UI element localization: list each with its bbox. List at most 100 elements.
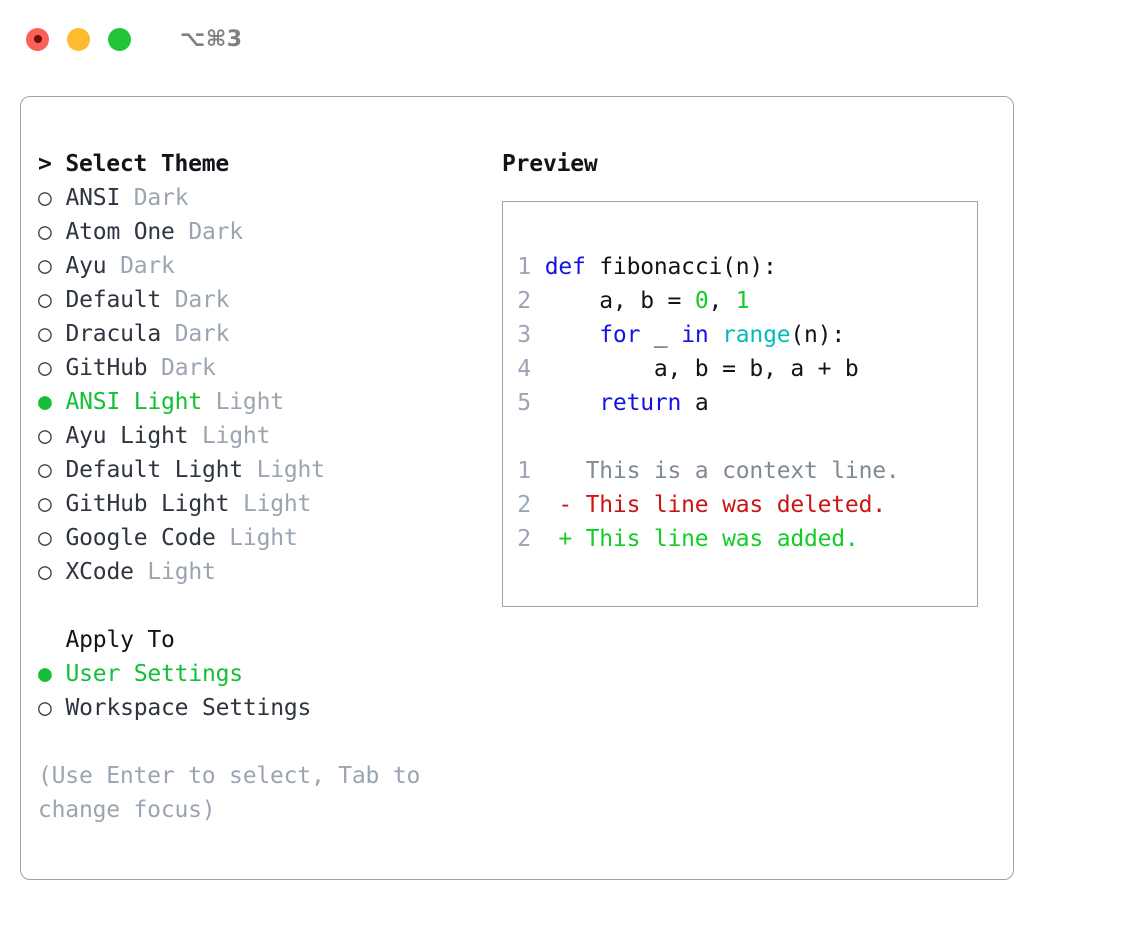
preview-diff-spacer (517, 420, 977, 454)
select-theme-heading: > Select Theme (38, 147, 485, 181)
spacer (120, 185, 134, 211)
theme-option-variant: Dark (133, 185, 189, 211)
spacer (52, 389, 66, 415)
theme-option-ansi[interactable]: ○ ANSI Dark (38, 181, 485, 215)
theme-option-google-code[interactable]: ○ Google Code Light (38, 521, 485, 555)
code-token: _ (640, 322, 682, 348)
select-theme-title: Select Theme (65, 151, 230, 177)
line-number: 2 (517, 492, 531, 518)
theme-option-variant: Light (201, 423, 271, 449)
line-number: 1 (517, 254, 531, 280)
theme-option-label: Dracula (65, 321, 162, 347)
theme-option-label: Ayu Light (65, 423, 189, 449)
theme-option-variant: Dark (174, 287, 230, 313)
apply-to-option-label: Workspace Settings (65, 695, 312, 721)
theme-option-label: Google Code (65, 525, 216, 551)
line-number: 3 (517, 322, 531, 348)
spacer (188, 423, 202, 449)
theme-option-label: XCode (65, 559, 134, 585)
theme-option-label: GitHub Light (65, 491, 230, 517)
section-spacer (38, 589, 485, 623)
theme-option-label: Default Light (65, 457, 244, 483)
spacer (52, 185, 66, 211)
diff-line-text: + This line was added. (544, 526, 859, 552)
minimize-button[interactable] (67, 27, 90, 51)
theme-option-github-light[interactable]: ○ GitHub Light Light (38, 487, 485, 521)
theme-option-variant: Light (256, 457, 325, 483)
code-token: for (599, 322, 641, 348)
spacer (52, 695, 66, 721)
spacer (243, 457, 257, 483)
code-line: 2 a, b = 0, 1 (517, 284, 977, 318)
spacer (202, 389, 216, 415)
keyboard-shortcut-label: ⌥⌘3 (180, 26, 243, 52)
code-token: a (681, 390, 709, 416)
theme-option-label: GitHub (65, 355, 148, 381)
spacer (52, 321, 66, 347)
main-panel: > Select Theme ○ ANSI Dark○ Atom One Dar… (20, 96, 1014, 880)
line-number: 5 (517, 390, 531, 416)
radio-selected-icon: ● (38, 661, 52, 687)
apply-to-option-user-settings[interactable]: ● User Settings (38, 657, 485, 691)
spacer (52, 457, 66, 483)
code-line: 5 return a (517, 386, 977, 420)
radio-selected-icon: ● (38, 389, 52, 415)
maximize-button[interactable] (108, 27, 131, 51)
code-token: range (722, 322, 791, 348)
window-controls (26, 27, 131, 51)
spacer (161, 287, 175, 313)
diff-line-ctx: 1 This is a context line. (517, 454, 977, 488)
code-token: return (599, 390, 682, 416)
spacer (52, 355, 66, 381)
theme-option-github[interactable]: ○ GitHub Dark (38, 351, 485, 385)
apply-to-option-workspace-settings[interactable]: ○ Workspace Settings (38, 691, 485, 725)
apply-to-option-list: ● User Settings○ Workspace Settings (38, 657, 485, 725)
code-token: 0 (694, 288, 709, 314)
theme-option-ansi-light[interactable]: ● ANSI Light Light (38, 385, 485, 419)
code-token: a, b = b, a + b (544, 356, 859, 382)
spacer (106, 253, 120, 279)
diff-line-text: - This line was deleted. (544, 492, 886, 518)
spacer (52, 559, 66, 585)
radio-unselected-icon: ○ (38, 423, 52, 449)
diff-line-del: 2 - This line was deleted. (517, 488, 977, 522)
line-number: 1 (517, 458, 531, 484)
radio-unselected-icon: ○ (38, 525, 52, 551)
radio-unselected-icon: ○ (38, 559, 52, 585)
radio-unselected-icon: ○ (38, 253, 52, 279)
theme-option-label: ANSI (65, 185, 121, 211)
theme-selector-column: > Select Theme ○ ANSI Dark○ Atom One Dar… (21, 147, 485, 879)
theme-option-variant: Light (147, 559, 216, 585)
theme-option-label: Default (65, 287, 162, 313)
preview-heading: Preview (502, 151, 598, 177)
theme-option-xcode[interactable]: ○ XCode Light (38, 555, 485, 589)
theme-option-default-light[interactable]: ○ Default Light Light (38, 453, 485, 487)
code-token (545, 322, 600, 348)
code-token (708, 322, 722, 348)
close-button[interactable] (26, 27, 49, 51)
radio-unselected-icon: ○ (38, 185, 52, 211)
theme-option-label: Ayu (65, 253, 107, 279)
theme-option-list: ○ ANSI Dark○ Atom One Dark○ Ayu Dark○ De… (38, 181, 485, 589)
theme-option-atom-one[interactable]: ○ Atom One Dark (38, 215, 485, 249)
spacer (229, 491, 243, 517)
spacer (52, 423, 66, 449)
code-token: , (708, 288, 736, 314)
theme-option-dracula[interactable]: ○ Dracula Dark (38, 317, 485, 351)
theme-option-default[interactable]: ○ Default Dark (38, 283, 485, 317)
spacer (52, 219, 66, 245)
theme-option-ayu-light[interactable]: ○ Ayu Light Light (38, 419, 485, 453)
spacer (52, 661, 66, 687)
theme-option-variant: Light (229, 525, 298, 551)
radio-unselected-icon: ○ (38, 287, 52, 313)
theme-option-ayu[interactable]: ○ Ayu Dark (38, 249, 485, 283)
theme-option-variant: Light (215, 389, 284, 415)
theme-option-variant: Light (242, 491, 312, 517)
radio-unselected-icon: ○ (38, 695, 52, 721)
keyboard-hint-text: (Use Enter to select, Tab to change focu… (38, 763, 421, 823)
code-token: 1 (735, 288, 750, 314)
